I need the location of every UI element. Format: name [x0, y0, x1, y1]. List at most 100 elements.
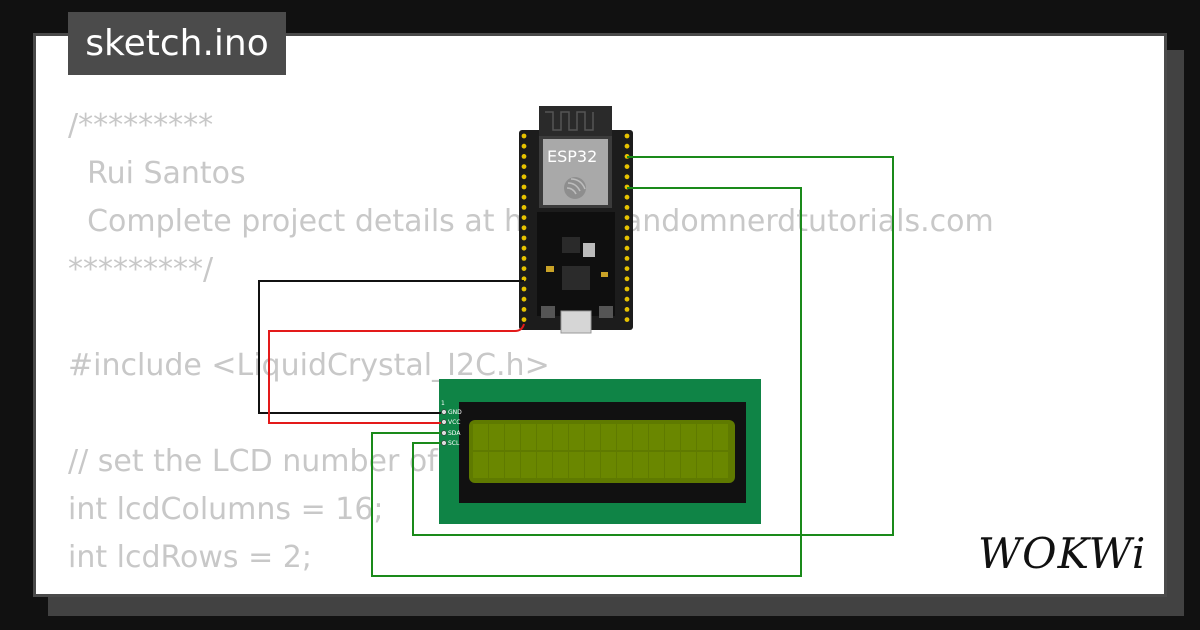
capacitor — [601, 272, 608, 277]
micro-usb-port[interactable] — [560, 310, 592, 334]
lcd-pin-scl[interactable]: SCL — [441, 440, 460, 447]
lcd-character-cell — [697, 452, 712, 478]
header-pin[interactable] — [521, 266, 527, 271]
esp32-antenna — [539, 106, 612, 136]
lcd-character-cell — [569, 452, 584, 478]
lcd-character-cell — [473, 452, 488, 478]
lcd-character-cell — [569, 424, 584, 450]
header-pin[interactable] — [521, 235, 527, 241]
lcd-pin-gnd[interactable]: GND — [441, 409, 463, 416]
header-pin[interactable] — [521, 133, 527, 139]
lcd-character-cell — [681, 424, 696, 450]
lcd-character-cell — [601, 452, 616, 478]
header-pin[interactable] — [624, 215, 630, 221]
lcd-pin-marker: 1 — [441, 400, 445, 407]
lcd-character-cell — [617, 452, 632, 478]
header-pin[interactable] — [521, 154, 527, 159]
code-line: *********/ — [68, 252, 214, 287]
header-pin[interactable] — [521, 164, 527, 170]
wire-scl — [412, 156, 894, 536]
header-pin[interactable] — [521, 296, 527, 302]
header-pin[interactable] — [624, 245, 630, 251]
lcd-character-cell — [713, 424, 728, 450]
lcd-character-cell — [601, 424, 616, 450]
lcd-character-cell — [553, 452, 568, 478]
code-line: int lcdColumns = 16; — [68, 492, 384, 527]
header-pin[interactable] — [521, 143, 527, 149]
header-pin[interactable] — [624, 286, 630, 292]
header-pin[interactable] — [521, 205, 527, 210]
wokwi-logo-text: WOKWi — [978, 529, 1146, 578]
boot-button[interactable] — [541, 306, 555, 318]
lcd-character-cell — [553, 424, 568, 450]
header-pin[interactable] — [624, 307, 630, 312]
code-line: Rui Santos — [68, 156, 246, 191]
lcd-character-cell — [665, 424, 680, 450]
header-pin[interactable] — [521, 307, 527, 312]
lcd-character-grid — [473, 424, 728, 478]
header-pin[interactable] — [624, 317, 630, 322]
header-pin[interactable] — [521, 245, 527, 251]
lcd-pin-label: VCC — [448, 419, 460, 426]
wokwi-logo: WOKWi — [978, 529, 1146, 578]
lcd-character-cell — [505, 424, 520, 450]
header-pin[interactable] — [624, 276, 630, 282]
esp32-label: ESP32 — [547, 147, 597, 166]
header-pin[interactable] — [624, 256, 630, 261]
esp32-board[interactable]: ESP32 — [519, 106, 633, 334]
lcd-character-cell — [697, 424, 712, 450]
lcd-character-cell — [617, 424, 632, 450]
wire-vcc — [268, 323, 525, 424]
header-pin[interactable] — [624, 174, 630, 180]
header-pin[interactable] — [624, 296, 630, 302]
wire-gnd — [258, 280, 524, 414]
header-pin[interactable] — [624, 235, 630, 241]
header-pin[interactable] — [624, 133, 630, 139]
lcd-pin-label: SCL — [448, 440, 460, 447]
lcd-character-cell — [489, 452, 504, 478]
header-pin[interactable] — [624, 164, 630, 170]
lcd-pin-vcc[interactable]: VCC — [441, 419, 461, 426]
lcd-character-cell — [585, 452, 600, 478]
header-pin[interactable] — [521, 194, 527, 200]
antenna-trace — [545, 111, 594, 131]
esp32-pin-headers — [521, 133, 630, 322]
lcd-character-cell — [585, 424, 600, 450]
header-pin[interactable] — [521, 256, 527, 261]
header-pin[interactable] — [521, 174, 527, 180]
led-component — [583, 243, 595, 257]
header-pin[interactable] — [521, 215, 527, 221]
lcd-character-cell — [665, 452, 680, 478]
header-pin[interactable] — [624, 143, 630, 149]
esp32-circuitry — [537, 212, 615, 316]
capacitor — [546, 266, 554, 272]
header-pin[interactable] — [624, 194, 630, 200]
lcd-character-cell — [633, 424, 648, 450]
lcd-pin-sda[interactable]: SDA — [441, 430, 462, 437]
lcd-module[interactable]: 1 GND VCC SDA SCL — [439, 379, 761, 524]
header-pin[interactable] — [521, 184, 527, 190]
lcd-character-cell — [713, 452, 728, 478]
lcd-character-cell — [521, 424, 536, 450]
file-tab[interactable]: sketch.ino — [68, 12, 286, 75]
lcd-character-cell — [681, 452, 696, 478]
lcd-character-cell — [505, 452, 520, 478]
lcd-character-cell — [489, 424, 504, 450]
lcd-character-cell — [649, 452, 664, 478]
en-button[interactable] — [599, 306, 613, 318]
header-pin[interactable] — [521, 286, 527, 292]
lcd-character-cell — [521, 452, 536, 478]
regulator-chip — [562, 237, 580, 253]
espressif-logo-icon — [564, 177, 586, 199]
header-pin[interactable] — [521, 317, 527, 322]
lcd-character-cell — [537, 452, 552, 478]
header-pin[interactable] — [624, 266, 630, 271]
lcd-character-cell — [537, 424, 552, 450]
header-pin[interactable] — [624, 225, 630, 231]
code-line: /********* — [68, 108, 214, 143]
header-pin[interactable] — [521, 225, 527, 231]
wire-sda — [371, 187, 802, 577]
header-pin[interactable] — [624, 205, 630, 210]
code-line: #include <LiquidCrystal_I2C.h> — [68, 348, 550, 383]
